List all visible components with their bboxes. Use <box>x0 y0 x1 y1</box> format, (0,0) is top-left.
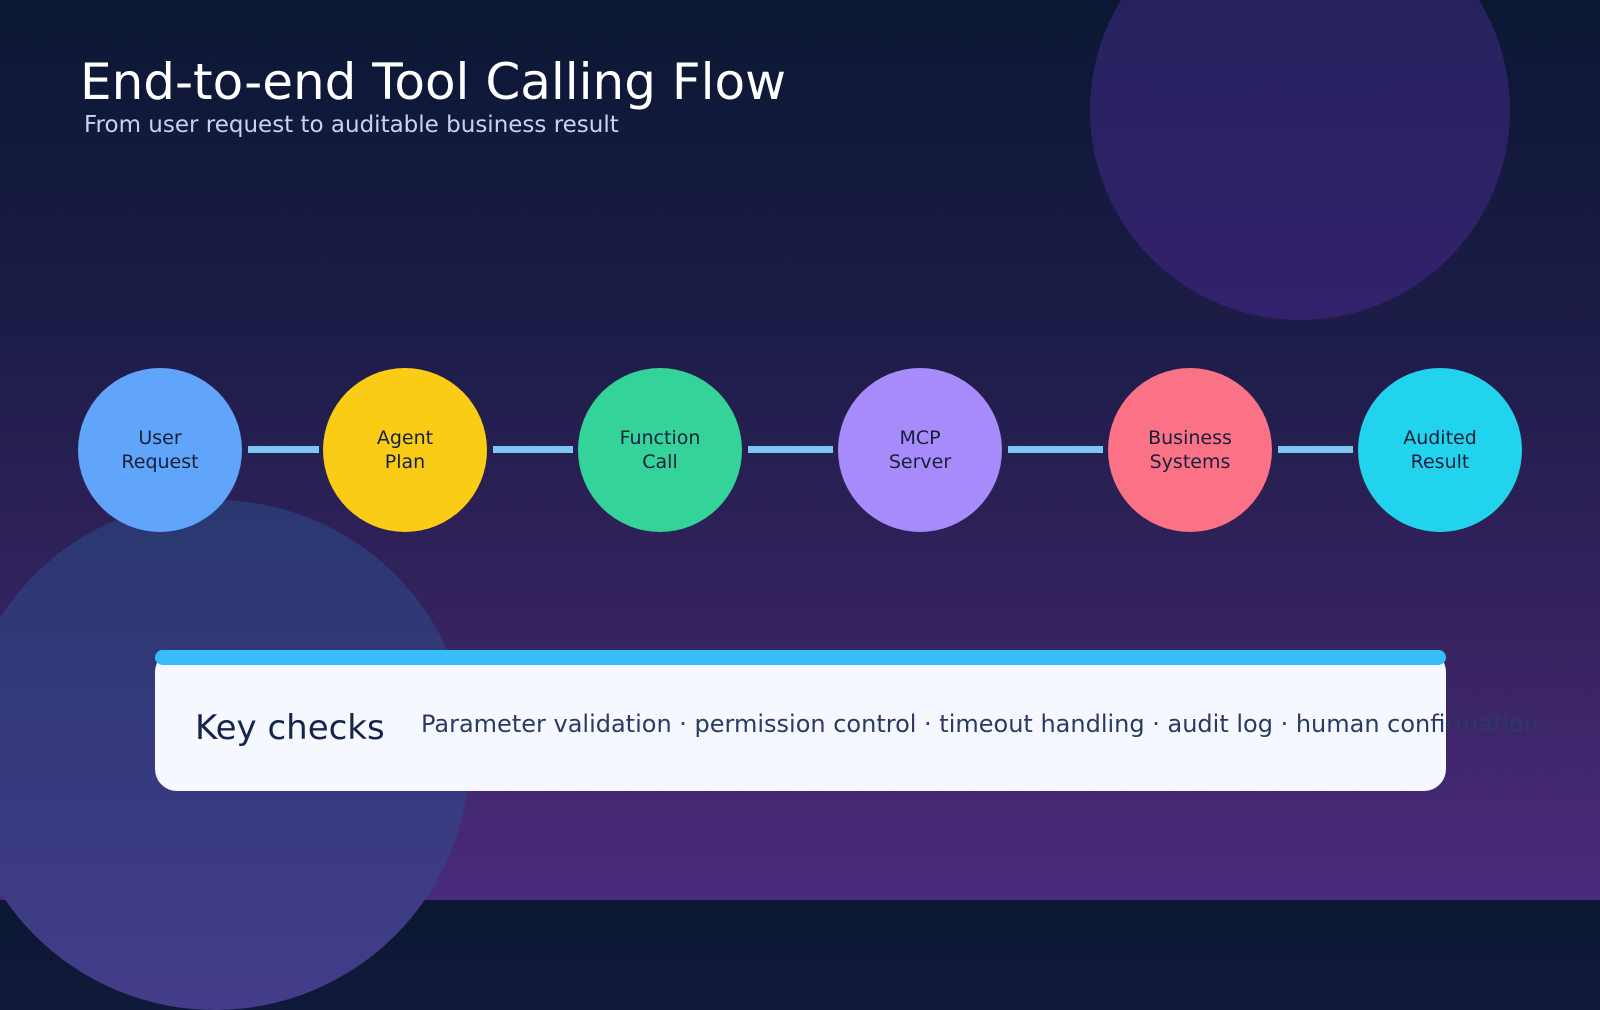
key-checks-accent-bar <box>155 650 1446 665</box>
connector-2-3 <box>493 446 573 453</box>
page-title: End-to-end Tool Calling Flow <box>80 53 787 111</box>
node-label-line1: Agent <box>376 427 434 449</box>
connector-3-4 <box>748 446 833 453</box>
node-label-line2: Server <box>888 451 952 473</box>
node-label-line1: User <box>138 427 182 449</box>
connector-1-2 <box>248 446 319 453</box>
key-checks-title: Key checks <box>195 708 385 748</box>
page-subtitle: From user request to auditable business … <box>84 112 619 138</box>
node-label-line2: Plan <box>384 451 426 473</box>
key-checks-card: Key checks Parameter validation · permis… <box>155 650 1539 791</box>
node-label-line1: MCP <box>899 427 941 449</box>
connector-5-6 <box>1278 446 1353 453</box>
node-label-line1: Audited <box>1403 427 1477 449</box>
connector-4-5 <box>1008 446 1103 453</box>
node-label-line2: Call <box>642 451 678 473</box>
node-label-line2: Systems <box>1149 451 1231 473</box>
node-label-line2: Request <box>121 451 199 473</box>
key-checks-list: Parameter validation · permission contro… <box>421 710 1539 738</box>
node-label-line1: Function <box>619 427 701 449</box>
node-label-line1: Business <box>1148 427 1232 449</box>
node-label-line2: Result <box>1410 451 1470 473</box>
